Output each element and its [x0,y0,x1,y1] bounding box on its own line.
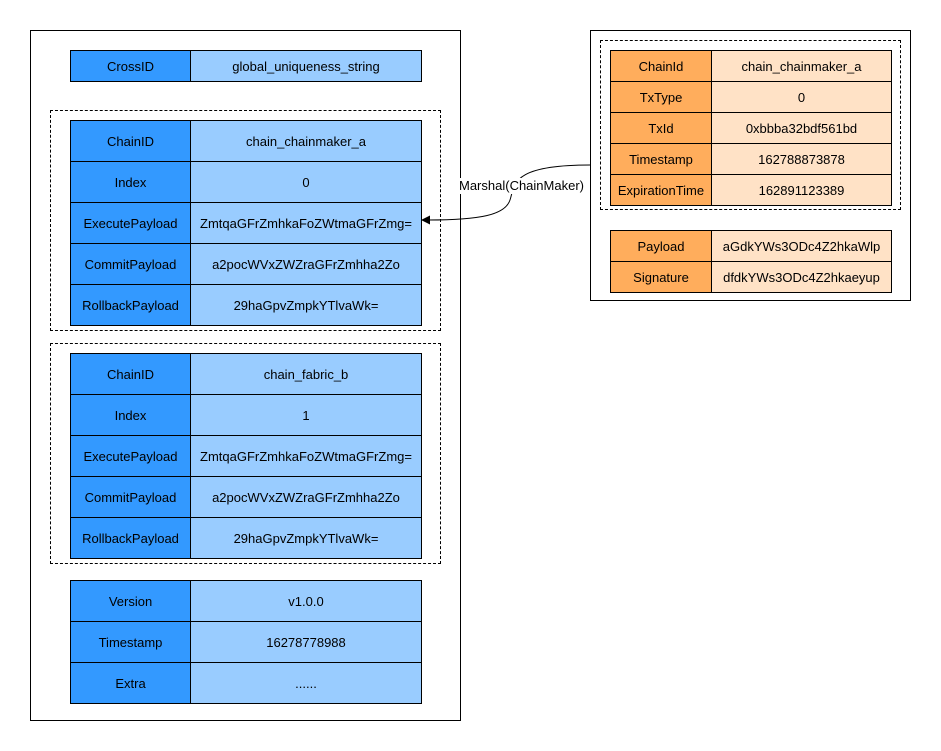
version-key: Version [70,580,191,622]
marshal-arrow-label: Marshal(ChainMaker) [458,178,585,194]
rollback-payload-row: RollbackPayload 29haGpvZmpkYTlvaWk= [70,517,422,559]
tx-chain-id-key: ChainId [610,50,712,82]
index-key: Index [70,161,191,203]
tx-expiration-value: 162891123389 [711,174,892,206]
payload-value: aGdkYWs3ODc4Z2hkaWlp [711,230,892,262]
commit-payload-value: a2pocWVxZWZraGFrZmhha2Zo [190,243,422,285]
execute-payload-key: ExecutePayload [70,435,191,477]
rollback-payload-key: RollbackPayload [70,284,191,326]
rollback-payload-value: 29haGpvZmpkYTlvaWk= [190,517,422,559]
index-value: 0 [190,161,422,203]
chain-msg-group-2 [50,343,441,564]
version-row: Version v1.0.0 [70,580,422,622]
index-key: Index [70,394,191,436]
index-row: Index 0 [70,161,422,203]
timestamp-row: Timestamp 16278778988 [70,621,422,663]
payload-row: Payload aGdkYWs3ODc4Z2hkaWlp [610,230,892,262]
chain-msg-table-1: ChainID chain_chainmaker_a Index 0 Execu… [70,120,422,326]
tx-header-group [600,40,901,210]
commit-payload-key: CommitPayload [70,243,191,285]
execute-payload-row: ExecutePayload ZmtqaGFrZmhkaFoZWtmaGFrZm… [70,202,422,244]
meta-table: Version v1.0.0 Timestamp 16278778988 Ext… [70,580,422,704]
execute-payload-value: ZmtqaGFrZmhkaFoZWtmaGFrZmg= [190,202,422,244]
marshal-arrow-curve [427,164,591,221]
rollback-payload-key: RollbackPayload [70,517,191,559]
tx-expiration-row: ExpirationTime 162891123389 [610,174,892,206]
tx-chain-id-row: ChainId chain_chainmaker_a [610,50,892,82]
tx-timestamp-row: Timestamp 162788873878 [610,143,892,175]
version-value: v1.0.0 [190,580,422,622]
chain-id-key: ChainID [70,120,191,162]
chain-id-key: ChainID [70,353,191,395]
signature-value: dfdkYWs3ODc4Z2hkaeyup [711,261,892,293]
rollback-payload-value: 29haGpvZmpkYTlvaWk= [190,284,422,326]
signature-row: Signature dfdkYWs3ODc4Z2hkaeyup [610,261,892,293]
tx-type-row: TxType 0 [610,81,892,113]
execute-payload-key: ExecutePayload [70,202,191,244]
cross-id-row: CrossID global_uniqueness_string [70,50,422,82]
rollback-payload-row: RollbackPayload 29haGpvZmpkYTlvaWk= [70,284,422,326]
signature-key: Signature [610,261,712,293]
index-row: Index 1 [70,394,422,436]
cross-id-table: CrossID global_uniqueness_string [70,50,422,82]
commit-payload-key: CommitPayload [70,476,191,518]
execute-payload-value: ZmtqaGFrZmhkaFoZWtmaGFrZmg= [190,435,422,477]
chain-msg-table-2: ChainID chain_fabric_b Index 1 ExecutePa… [70,353,422,559]
tx-expiration-key: ExpirationTime [610,174,712,206]
tx-id-key: TxId [610,112,712,144]
extra-key: Extra [70,662,191,704]
tx-body-table: Payload aGdkYWs3ODc4Z2hkaWlp Signature d… [610,230,892,293]
timestamp-value: 16278778988 [190,621,422,663]
tx-type-value: 0 [711,81,892,113]
chain-id-value: chain_chainmaker_a [190,120,422,162]
cross-id-key: CrossID [70,50,191,82]
commit-payload-row: CommitPayload a2pocWVxZWZraGFrZmhha2Zo [70,476,422,518]
payload-key: Payload [610,230,712,262]
extra-row: Extra ...... [70,662,422,704]
timestamp-key: Timestamp [70,621,191,663]
tx-header-table: ChainId chain_chainmaker_a TxType 0 TxId… [610,50,892,206]
chain-id-row: ChainID chain_fabric_b [70,353,422,395]
chain-msg-group-1 [50,110,441,331]
commit-payload-value: a2pocWVxZWZraGFrZmhha2Zo [190,476,422,518]
extra-value: ...... [190,662,422,704]
tx-id-row: TxId 0xbbba32bdf561bd [610,112,892,144]
index-value: 1 [190,394,422,436]
marshal-arrow-head [421,215,430,225]
tx-id-value: 0xbbba32bdf561bd [711,112,892,144]
tx-chain-id-value: chain_chainmaker_a [711,50,892,82]
chain-id-row: ChainID chain_chainmaker_a [70,120,422,162]
chain-id-value: chain_fabric_b [190,353,422,395]
tx-timestamp-value: 162788873878 [711,143,892,175]
tx-type-key: TxType [610,81,712,113]
commit-payload-row: CommitPayload a2pocWVxZWZraGFrZmhha2Zo [70,243,422,285]
execute-payload-row: ExecutePayload ZmtqaGFrZmhkaFoZWtmaGFrZm… [70,435,422,477]
cross-id-value: global_uniqueness_string [190,50,422,82]
